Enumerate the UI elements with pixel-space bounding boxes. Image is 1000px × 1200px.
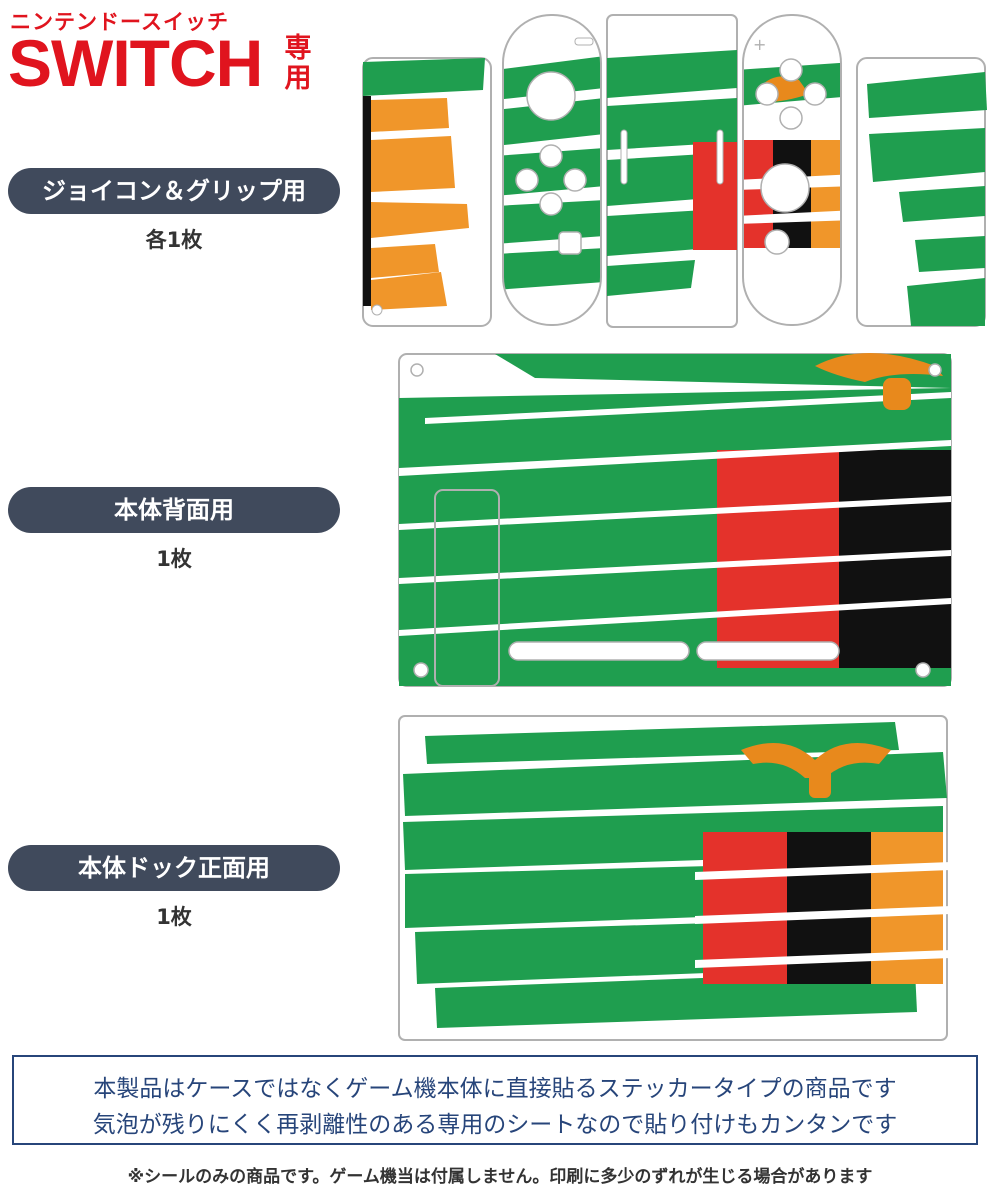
console-back-sticker-image [398,353,952,687]
section-label-back: 本体背面用 [8,487,340,533]
title-suffix-2: 用 [284,63,312,94]
title-suffix-1: 専 [284,33,312,64]
section-count-back: 1枚 [156,547,192,571]
product-title: SWITCH [8,26,263,100]
title-ruby: ニンテンドースイッチ [10,10,229,34]
section-count-dock: 1枚 [156,905,192,929]
section-count-joycon: 各1枚 [145,228,203,252]
right-joycon-sticker: + [742,14,842,326]
notice-box: 本製品はケースではなくゲーム機本体に直接貼るステッカータイプの商品です 気泡が残… [12,1055,978,1145]
section-label-joycon: ジョイコン＆グリップ用 [8,168,340,214]
notice-line-2: 気泡が残りにくく再剥離性のある専用のシートなので貼り付けもカンタンです [92,1112,898,1138]
left-grip-sticker [362,57,492,327]
right-grip-sticker [856,57,987,327]
center-strip-sticker [606,14,738,328]
dock-front-sticker-image [398,715,951,1041]
joycon-grip-sticker-image: + [362,14,987,328]
section-label-dock: 本体ドック正面用 [8,845,340,891]
svg-text:+: + [753,35,766,54]
footnote: ※シールのみの商品です。ゲーム機当は付属しません。印刷に多少のずれが生じる場合が… [127,1167,873,1187]
left-joycon-sticker [502,14,602,326]
notice-line-1: 本製品はケースではなくゲーム機本体に直接貼るステッカータイプの商品です [93,1076,897,1102]
title-suffix: 専 用 [283,34,313,94]
